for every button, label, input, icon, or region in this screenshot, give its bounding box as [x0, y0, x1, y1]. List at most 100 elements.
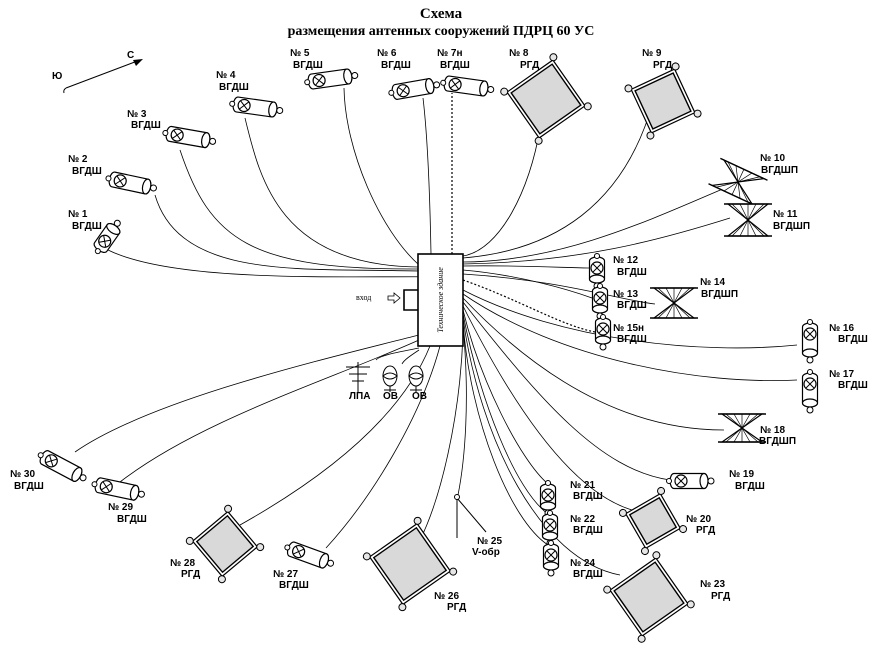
antenna-19-number: № 19 [729, 469, 754, 480]
antenna-17-type: ВГДШ [838, 380, 868, 391]
antenna-19-symbol [666, 472, 715, 490]
antenna-5-number: № 5 [290, 48, 310, 59]
antenna-30-symbol [37, 450, 87, 482]
antenna-12-symbol [588, 253, 606, 290]
antenna-15-type: ВГДШ [617, 334, 647, 345]
antenna-28-number: № 28 [170, 558, 195, 569]
antenna-19-type: ВГДШ [735, 481, 765, 492]
antenna-8-symbol [500, 53, 592, 145]
cable-4 [244, 117, 420, 268]
antenna-8-number: № 8 [509, 48, 529, 59]
cable-28 [239, 345, 431, 526]
cable-ov2 [401, 349, 420, 365]
antenna-7-symbol [440, 75, 495, 97]
antenna-28-type: РГД [181, 569, 200, 580]
cable-11 [462, 217, 731, 265]
antenna-16-type: ВГДШ [838, 334, 868, 345]
antenna-10-type: ВГДШП [761, 165, 798, 176]
antenna-21-symbol [539, 480, 557, 517]
antenna-26-number: № 26 [434, 591, 459, 602]
cable-29 [119, 339, 420, 483]
cable-5 [343, 87, 420, 266]
cable-17 [462, 293, 798, 381]
antenna-27-type: ВГДШ [279, 580, 309, 591]
cable-14 [462, 273, 656, 305]
antenna-9-symbol [624, 62, 702, 140]
antenna-4-symbol [229, 96, 284, 118]
antenna-6-symbol [388, 78, 441, 100]
antenna-7-type: ВГДШ [440, 60, 470, 71]
cable-27 [325, 345, 441, 549]
antenna-18-type: ВГДШП [759, 436, 796, 447]
cable-30 [74, 334, 420, 453]
antenna-2-symbol [105, 171, 157, 195]
antenna-23-symbol [603, 551, 695, 643]
antenna-24-symbol [542, 540, 560, 577]
antenna-13-type: ВГДШ [617, 300, 647, 311]
cable-12 [462, 265, 591, 269]
antenna-1-type: ВГДШ [72, 221, 102, 232]
antenna-11-number: № 11 [773, 209, 798, 220]
lpa-label: ЛПА [349, 391, 370, 402]
cable-21 [462, 309, 549, 485]
antenna-20-type: РГД [696, 525, 715, 536]
cable-18 [462, 297, 725, 431]
cable-23 [462, 317, 621, 576]
antenna-13-number: № 13 [613, 289, 638, 300]
cable-ov1 [375, 347, 420, 361]
antenna-21-type: ВГДШ [573, 491, 603, 502]
antenna-2-type: ВГДШ [72, 166, 102, 177]
cable-10 [462, 187, 726, 263]
antenna-10-number: № 10 [760, 153, 785, 164]
cable-3 [179, 149, 420, 270]
cable-13 [462, 269, 593, 299]
antenna-8-type: РГД [520, 60, 539, 71]
antenna-29-type: ВГДШ [117, 514, 147, 525]
compass-south-label: Ю [52, 71, 62, 82]
antenna-2-number: № 2 [68, 154, 88, 165]
antenna-26-symbol [362, 516, 458, 612]
antenna-18-symbol [718, 413, 766, 443]
antenna-5-type: ВГДШ [293, 60, 323, 71]
antenna-15-symbol [594, 314, 612, 351]
cable-25 [457, 325, 467, 496]
entrance-marker [387, 289, 418, 311]
antenna-17-number: № 17 [829, 369, 854, 380]
antenna-10-symbol [708, 157, 768, 207]
antenna-26-type: РГД [447, 602, 466, 613]
antenna-9-number: № 9 [642, 48, 662, 59]
antenna-29-number: № 29 [108, 502, 133, 513]
cable-1 [107, 249, 464, 278]
cable-26 [419, 333, 464, 541]
antenna-21-number: № 21 [570, 480, 595, 491]
cable-6 [422, 97, 432, 255]
technical-building-label: Техническое здание [436, 267, 445, 333]
diagram-title: Схема [420, 6, 463, 22]
ov-label-1: ОВ [383, 391, 398, 402]
ov-antenna-1 [382, 365, 398, 392]
ov-antenna-2 [408, 365, 424, 392]
antenna-labels: № 1 ВГДШ № 2 ВГДШ № 3 ВГДШ № 4 ВГДШ № 5 … [10, 48, 868, 613]
antenna-22-number: № 22 [570, 514, 595, 525]
antenna-11-type: ВГДШП [773, 221, 810, 232]
antenna-17-symbol [801, 369, 819, 414]
compass-arrow [63, 59, 143, 94]
antenna-25-number: № 25 [477, 536, 502, 547]
antenna-20-symbol [618, 486, 688, 556]
antenna-symbols [37, 53, 819, 643]
entrance-label: вход [356, 293, 371, 302]
cable-8 [462, 127, 541, 257]
compass-north-label: С [127, 50, 134, 61]
antenna-22-type: ВГДШ [573, 525, 603, 536]
antenna-25-type: V-обр [472, 546, 500, 558]
antenna-29-symbol [91, 477, 145, 501]
antenna-7-number: № 7н [437, 48, 463, 59]
antenna-12-type: ВГДШ [617, 267, 647, 278]
antenna-6-type: ВГДШ [381, 60, 411, 71]
technical-building: Техническое здание [417, 253, 464, 347]
antenna-27-number: № 27 [273, 569, 298, 580]
antenna-14-type: ВГДШП [701, 289, 738, 300]
antenna-24-type: ВГДШ [573, 569, 603, 580]
antenna-22-symbol [541, 510, 559, 547]
